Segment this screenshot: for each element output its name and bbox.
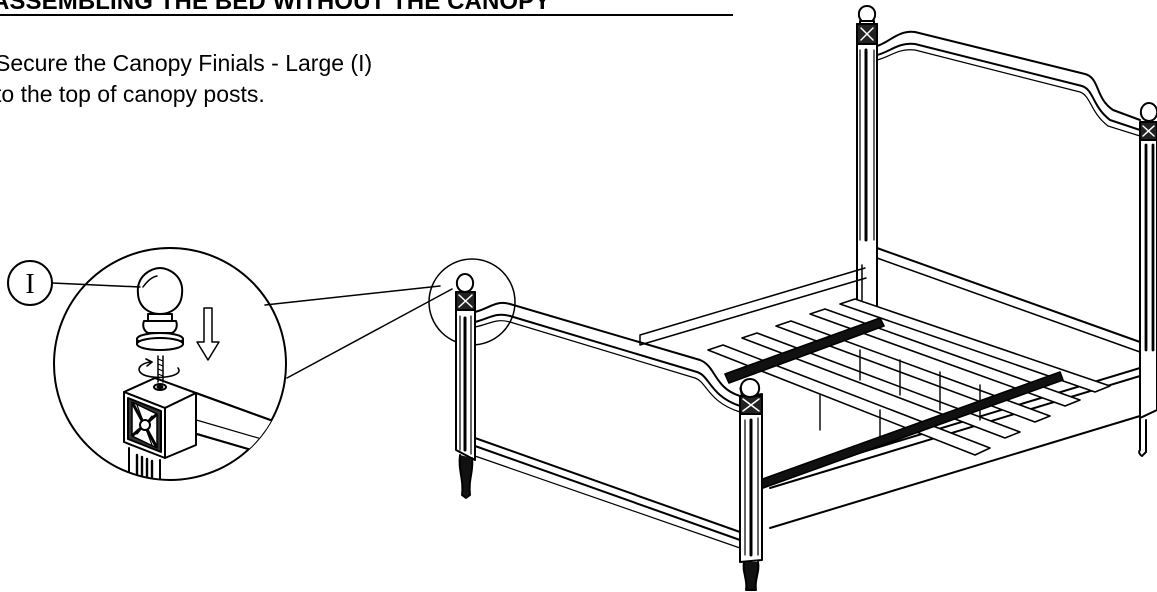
section-heading: ASSEMBLING THE BED WITHOUT THE CANOPY — [0, 0, 551, 15]
instruction-line-1: Secure the Canopy Finials - Large (I) — [0, 50, 373, 76]
part-callout — [7, 260, 141, 306]
instruction-line-2: to the top of canopy posts. — [0, 81, 265, 107]
part-callout-letter: I — [25, 269, 34, 300]
footboard — [455, 273, 763, 591]
rotation-arrow-icon — [138, 361, 180, 379]
bed-assembly — [455, 5, 1157, 591]
post-carved-panel-icon — [127, 397, 162, 453]
headboard — [856, 5, 1157, 457]
magnifier-connector-line-2 — [286, 288, 453, 379]
part-leader-line — [51, 282, 141, 288]
detail-circle — [53, 247, 287, 481]
finial-large-icon — [136, 267, 184, 351]
slats — [707, 298, 1111, 489]
magnifier-connector-line — [264, 285, 441, 306]
heading-underline — [0, 14, 733, 16]
step-instruction: Secure the Canopy Finials - Large (I) to… — [0, 48, 372, 110]
detail-contents — [123, 267, 286, 480]
down-arrow-icon — [196, 307, 220, 361]
